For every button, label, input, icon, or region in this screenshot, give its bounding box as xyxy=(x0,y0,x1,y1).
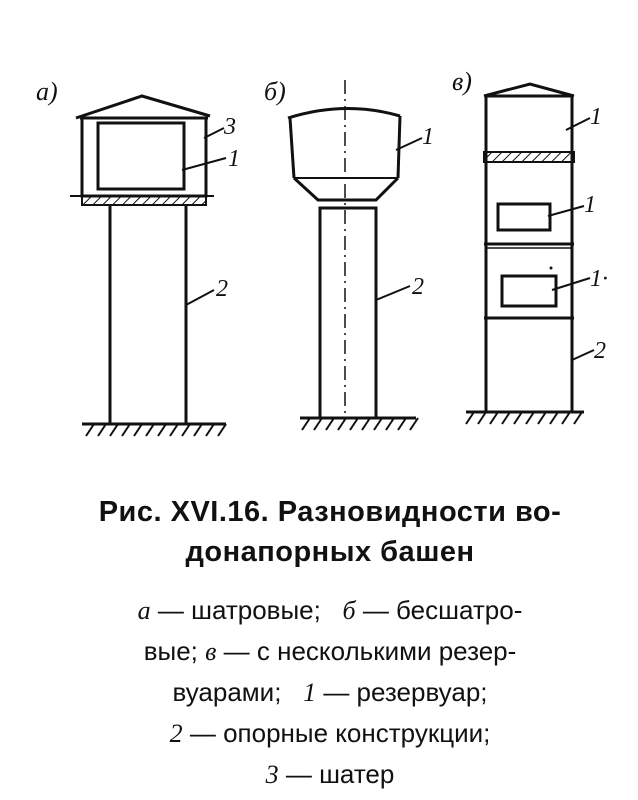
ground-a xyxy=(82,422,227,437)
figure-caption-title: Рис. XVI.16. Разновидности во- донапорны… xyxy=(50,492,610,572)
caption-title-line-2: донапорных башен xyxy=(185,536,475,568)
callout-b-1: 1 xyxy=(422,124,434,150)
ground-c xyxy=(465,410,584,425)
legend-line-1: а — шатровые; б — бесшатро- xyxy=(60,590,600,631)
caption-title-line-1: Рис. XVI.16. Разновидности во- xyxy=(98,496,562,528)
tank-housing-a xyxy=(80,116,208,198)
tank-c-lower xyxy=(500,274,558,308)
legend-key-v: в xyxy=(205,637,217,666)
callout-c-1-top: 1 xyxy=(590,104,602,130)
panel-letter-c: в) xyxy=(452,67,472,96)
legend-text-b: — бесшатро- xyxy=(355,595,523,625)
legend-key-3: 3 xyxy=(265,760,279,789)
tank-c-upper xyxy=(496,202,552,232)
legend-key-a: а xyxy=(137,596,151,625)
legend-key-1: 1 xyxy=(303,678,317,707)
legend-text-2: — опорные конструкции; xyxy=(182,718,491,748)
legend-text-3: — шатер xyxy=(278,759,395,789)
callout-a-1: 1 xyxy=(228,146,240,172)
legend-key-b: б xyxy=(342,596,356,625)
legend-line-3: вуарами; 1 — резервуар; xyxy=(60,672,600,713)
tower-c: в) xyxy=(452,67,608,425)
legend-line-4: 2 — опорные конструкции; xyxy=(60,713,600,754)
slab-c xyxy=(483,151,575,163)
shaft-b xyxy=(318,206,378,420)
callout-a-3: 3 xyxy=(223,114,236,140)
legend-text-a: — шатровые; xyxy=(150,595,343,625)
legend-text-v: — с несколькими резер- xyxy=(216,636,517,666)
callout-a-2: 2 xyxy=(216,276,228,302)
tower-a: а) xyxy=(36,77,240,437)
ground-b xyxy=(300,416,419,431)
tank-top-b xyxy=(287,106,401,120)
tank-cone-b xyxy=(292,176,400,202)
callout-b-2: 2 xyxy=(412,274,424,300)
tank-a xyxy=(96,121,186,191)
callout-c-2: 2 xyxy=(594,338,606,364)
callout-c-1-lower: 1· xyxy=(590,266,608,292)
tower-b: б) xyxy=(264,77,434,431)
tent-roof-a xyxy=(75,94,211,120)
legend-text-v-end: вуарами; xyxy=(172,677,304,707)
legend-key-2: 2 xyxy=(169,719,183,748)
legend-line-2: вые; в — с несколькими резер- xyxy=(60,631,600,672)
legend-text-b-end: вые; xyxy=(143,636,206,666)
panel-letter-a: а) xyxy=(36,77,58,106)
roof-c xyxy=(483,82,575,98)
callout-c-1-middle: 1 xyxy=(584,192,596,218)
water-tower-drawings: а) xyxy=(36,67,608,437)
panel-letter-b: б) xyxy=(264,77,286,106)
legend-text-1: — резервуар; xyxy=(316,677,488,707)
slab-a xyxy=(81,195,207,206)
figure-legend: а — шатровые; б — бесшатро- вые; в — с н… xyxy=(60,590,600,795)
legend-line-5: 3 — шатер xyxy=(60,754,600,795)
